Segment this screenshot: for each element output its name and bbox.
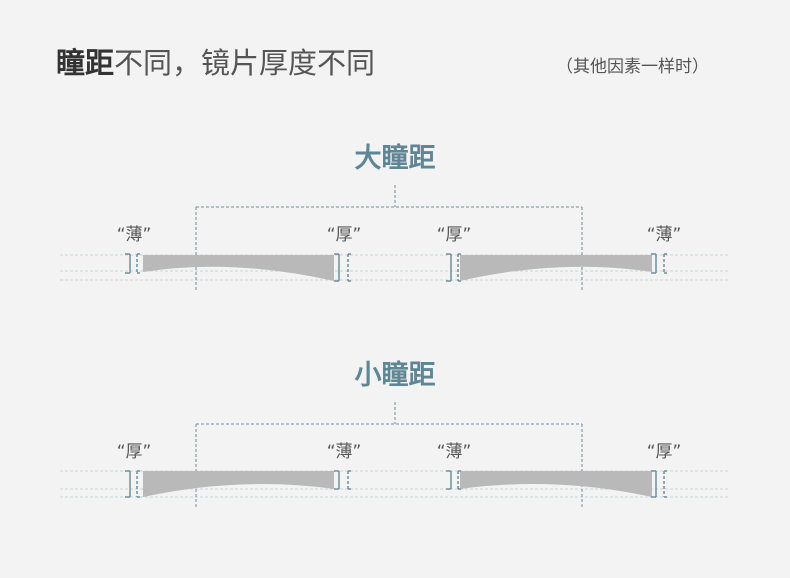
- thickness-bracket: [136, 253, 142, 274]
- thickness-bracket: [446, 470, 452, 490]
- label-right-inner: “薄”: [436, 442, 472, 462]
- thickness-bracket: [457, 253, 463, 282]
- label-right-outer: “薄”: [646, 225, 682, 245]
- large-pd-diagram: [60, 185, 730, 290]
- thickness-bracket: [125, 470, 131, 498]
- title-rest: 不同，镜片厚度不同: [114, 46, 376, 80]
- label-left-outer: “薄”: [116, 225, 152, 245]
- thickness-bracket: [651, 253, 657, 274]
- section-title-small-pd: 小瞳距: [354, 360, 436, 391]
- label-left-outer: “厚”: [116, 442, 152, 462]
- small-pd-diagram: [60, 402, 730, 507]
- lens-left: [143, 255, 334, 281]
- thickness-bracket: [334, 470, 340, 490]
- thickness-bracket: [663, 470, 669, 498]
- thickness-bracket: [334, 253, 340, 282]
- title-strong: 瞳距: [56, 46, 115, 80]
- thickness-bracket: [663, 253, 669, 274]
- label-left-inner: “厚”: [326, 225, 362, 245]
- page-title: 瞳距不同，镜片厚度不同: [56, 40, 375, 82]
- lens-right: [460, 255, 652, 281]
- label-right-outer: “厚”: [646, 442, 682, 462]
- thickness-bracket: [457, 470, 463, 490]
- label-left-inner: “薄”: [326, 442, 362, 462]
- thickness-bracket: [347, 470, 353, 490]
- thickness-bracket: [136, 470, 142, 498]
- label-right-inner: “厚”: [436, 225, 472, 245]
- thickness-bracket: [446, 253, 452, 282]
- title-note: （其他因素一样时）: [556, 57, 709, 77]
- thickness-bracket: [125, 253, 131, 274]
- lens-left: [143, 471, 334, 497]
- thickness-bracket: [651, 470, 657, 498]
- section-title-large-pd: 大瞳距: [354, 143, 436, 174]
- lens-right: [460, 471, 652, 497]
- thickness-bracket: [347, 253, 353, 282]
